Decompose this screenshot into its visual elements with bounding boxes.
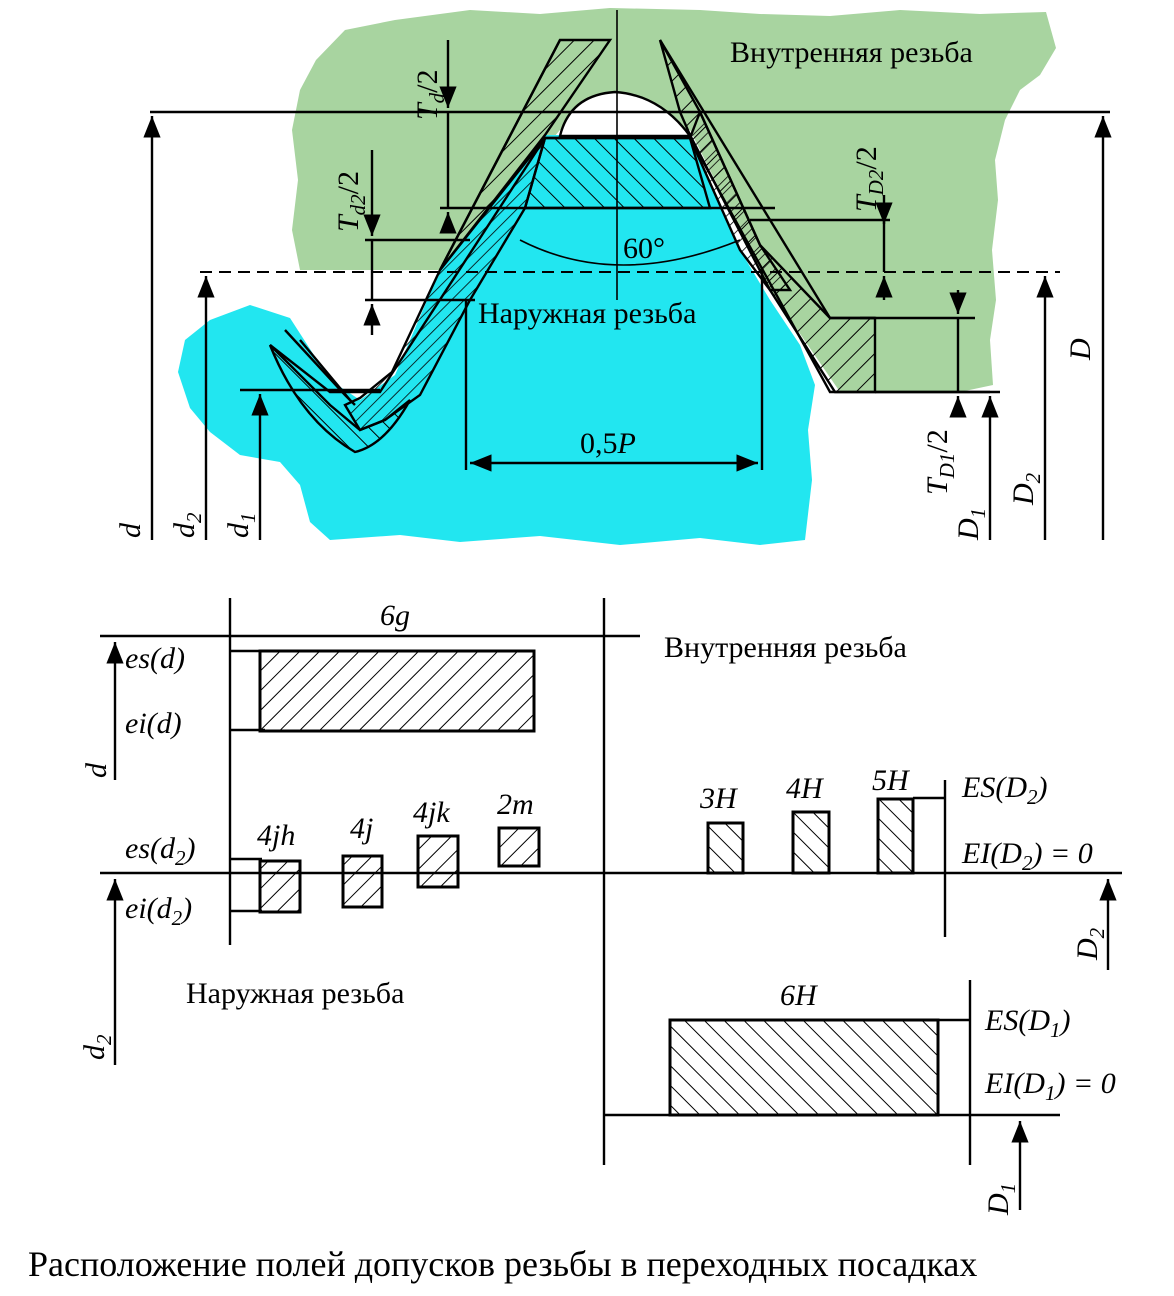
EI-D1-label: EI(D1) = 0 bbox=[984, 1067, 1116, 1105]
pitch-label: 0,5P bbox=[580, 427, 636, 460]
field-6H-box bbox=[668, 1018, 940, 1117]
dim-D2-label: D2 bbox=[1007, 472, 1045, 506]
field-6H-label: 6H bbox=[780, 979, 819, 1012]
es-d-label: es(d) bbox=[125, 642, 185, 675]
tD1-half-label: TD1/2 bbox=[921, 429, 959, 495]
field-4jh-label: 4jh bbox=[257, 819, 295, 852]
EI-D2-label: EI(D2) = 0 bbox=[961, 837, 1093, 875]
field-5H-label: 5H bbox=[872, 764, 911, 797]
field-4j-box bbox=[341, 854, 384, 909]
field-4H-label: 4H bbox=[786, 772, 825, 805]
external-thread-label-bottom: Наружная резьба bbox=[186, 977, 404, 1010]
td-half-label: Td/2 bbox=[411, 69, 449, 120]
crest-gap bbox=[558, 90, 693, 138]
dim-d-label: d bbox=[114, 522, 147, 538]
thread-profile-group bbox=[143, 8, 1112, 545]
ES-D1-label: ES(D1) bbox=[984, 1004, 1070, 1042]
field-4jk-label: 4jk bbox=[413, 796, 450, 829]
angle-label: 60° bbox=[623, 232, 665, 265]
ei-d2-label: ei(d2) bbox=[125, 892, 192, 930]
figure-caption: Расположение полей допусков резьбы в пер… bbox=[28, 1244, 977, 1284]
internal-thread-label-top: Внутренняя резьба bbox=[730, 36, 973, 69]
field-4j-label: 4j bbox=[350, 812, 373, 845]
field-4jh-box bbox=[258, 859, 302, 914]
axis-D1-label: D1 bbox=[982, 1183, 1020, 1216]
axis-d-label: d bbox=[80, 762, 113, 778]
td2-half-label: Td2/2 bbox=[332, 171, 370, 232]
dim-d2-label: d2 bbox=[168, 512, 206, 538]
ei-d-label: ei(d) bbox=[125, 707, 182, 740]
dim-d1-label: d1 bbox=[222, 513, 260, 539]
tD2-half-label: TD2/2 bbox=[850, 146, 888, 212]
external-thread-region bbox=[178, 135, 815, 545]
field-4jk-box bbox=[416, 834, 460, 889]
field-2m-label: 2m bbox=[497, 788, 534, 821]
field-5H-box bbox=[876, 797, 915, 875]
axis-d2-label: d2 bbox=[78, 1034, 116, 1060]
axis-D2-label: D2 bbox=[1071, 927, 1109, 961]
ES-D2-label: ES(D2) bbox=[961, 771, 1047, 809]
field-3H-label: 3H bbox=[699, 782, 739, 815]
dim-D1-label: D1 bbox=[952, 508, 990, 541]
field-4H-box bbox=[791, 810, 831, 875]
dim-D-label: D bbox=[1064, 338, 1097, 361]
internal-thread-label-bottom: Внутренняя резьба bbox=[664, 631, 907, 664]
field-2m-box bbox=[497, 826, 541, 868]
external-root-zone bbox=[268, 344, 412, 454]
internal-thread-region bbox=[292, 8, 1056, 392]
es-d2-label: es(d2) bbox=[125, 832, 195, 870]
field-3H-box bbox=[706, 821, 745, 875]
field-6g-box bbox=[258, 649, 536, 733]
tolerance-fields-group bbox=[100, 598, 1122, 1210]
external-thread-label-top: Наружная резьба bbox=[478, 297, 696, 330]
field-6g-label: 6g bbox=[380, 599, 410, 632]
